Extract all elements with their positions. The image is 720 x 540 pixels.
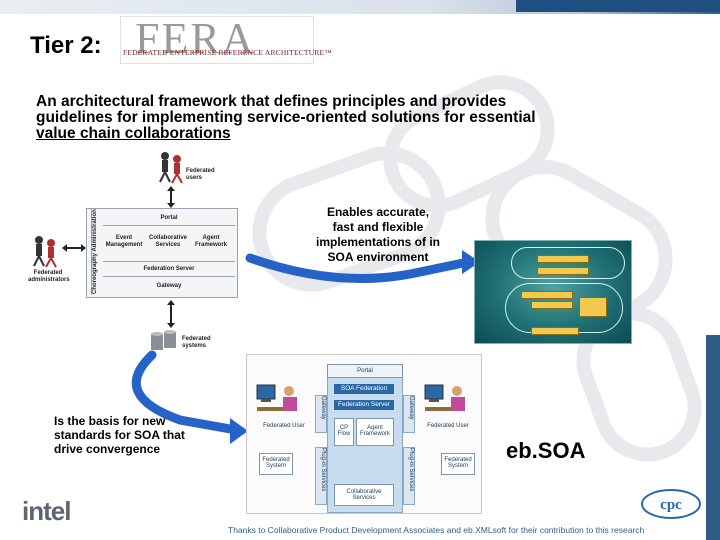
computer-user-icon xyxy=(256,384,297,411)
soa-federated-user-right: Federated User xyxy=(427,423,469,429)
arrow-head xyxy=(462,250,480,274)
soa-federated-user-left: Federated User xyxy=(263,423,305,429)
cpc-logo-text: cpc xyxy=(660,497,682,513)
soa-federated-system-right: Federated System xyxy=(441,453,475,475)
description-line: guidelines for implementing service-orie… xyxy=(36,109,536,126)
fera-logo: FERA FEDERATED ENTERPRISE REFERENCE ARCH… xyxy=(120,14,332,64)
cpc-logo: cpc xyxy=(641,489,701,519)
diagram-box xyxy=(537,267,589,275)
fera-main-box: Choreography Administration Portal Event… xyxy=(86,208,238,298)
gateway-label: Gateway xyxy=(156,283,182,289)
soa-federation-label: SOA Federation xyxy=(334,384,394,394)
callout-enables: Enables accurate, fast and flexible impl… xyxy=(316,205,441,264)
soa-plugin-right: Plug-in Services xyxy=(403,447,415,505)
arrow-to-soa xyxy=(131,350,241,435)
soa-portal-label: Portal xyxy=(327,364,403,378)
description: An architectural framework that defines … xyxy=(36,94,636,142)
fera-logo-text: FERA xyxy=(135,14,256,63)
tier-heading: Tier 2: xyxy=(30,32,102,59)
implementation-diagram xyxy=(474,240,632,344)
fera-architecture-diagram: Federated users Federated administrators… xyxy=(28,150,248,355)
diagram-box xyxy=(537,255,589,263)
double-arrow-icon xyxy=(62,244,86,252)
ebsoa-label: eb.SOA xyxy=(506,438,586,463)
federated-administrators-label: Federated administrators xyxy=(28,270,70,283)
diagram-box xyxy=(521,291,573,299)
soa-federation-server-label: Federation Server xyxy=(334,400,394,410)
diagram-box xyxy=(531,327,579,335)
right-accent-bar xyxy=(706,335,720,540)
database-icon xyxy=(151,330,176,350)
intel-logo: intel xyxy=(22,496,71,526)
agent-framework-label: Agent Framework xyxy=(194,235,227,248)
diagram-oval xyxy=(511,247,625,279)
soa-cp-flow-label: CP Flow xyxy=(334,418,354,446)
federated-users-icon xyxy=(159,152,183,184)
footer-credit: Thanks to Collaborative Product Developm… xyxy=(228,525,645,535)
double-arrow-icon xyxy=(167,186,175,208)
soa-gateway-left: Gateway xyxy=(315,395,327,433)
arrow-to-implementation xyxy=(245,253,473,283)
federation-server-label: Federation Server xyxy=(103,261,235,277)
fera-logo-subtitle: FEDERATED ENTERPRISE REFERENCE ARCHITECT… xyxy=(123,48,332,57)
description-line: An architectural framework that defines … xyxy=(36,93,507,110)
soa-gateway-right: Gateway xyxy=(403,395,415,433)
soa-agent-framework-label: Agent Framework xyxy=(356,418,394,446)
top-accent-bar xyxy=(516,0,720,12)
computer-user-icon xyxy=(424,384,465,411)
federated-administrators-icon xyxy=(33,236,57,268)
soa-plugin-left: Plug-in Services xyxy=(315,447,327,505)
event-management-label: Event Management xyxy=(105,235,143,248)
arrow-head xyxy=(230,418,248,444)
diagram-box xyxy=(531,301,573,309)
collaborative-services-label: Collaborative Services xyxy=(148,235,187,248)
federated-systems-label: Federated systems xyxy=(182,336,211,349)
callout-basis: Is the basis for new standards for SOA t… xyxy=(54,414,185,456)
federated-users-label: Federated users xyxy=(186,168,215,181)
description-line: value chain collaborations xyxy=(36,125,231,142)
soa-collaborative-services-label: Collaborative Services xyxy=(334,484,394,506)
soa-federated-system-left: Federated System xyxy=(259,453,293,475)
portal-label: Portal xyxy=(103,211,235,226)
soa-center-column: Portal SOA Federation Federation Server … xyxy=(327,364,403,513)
diagram-box xyxy=(579,297,607,317)
soa-federation-diagram: Portal SOA Federation Federation Server … xyxy=(246,354,482,514)
double-arrow-icon xyxy=(167,300,175,328)
